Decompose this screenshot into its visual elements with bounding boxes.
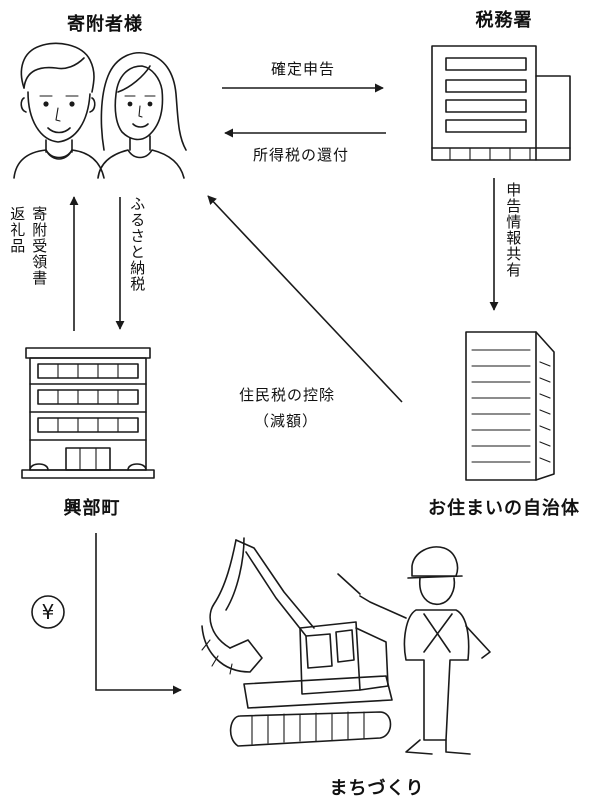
yen-symbol: ¥ — [41, 600, 55, 624]
construction-site-illustration — [201, 537, 491, 755]
people-icon — [13, 42, 187, 179]
donor-label: 寄附者様 — [67, 14, 143, 35]
receipt-label: 寄附受領書 — [30, 206, 49, 286]
community-label: まちづくり — [329, 778, 425, 799]
tax-office-label: 税務署 — [475, 10, 533, 31]
municipality-label: お住まいの自治体 — [428, 498, 580, 519]
resident-tax-reduction-label: （減額） — [253, 412, 318, 430]
arrow-resident-tax-deduction — [207, 195, 403, 403]
tax-office-building-icon — [431, 45, 571, 161]
municipality-building-icon — [465, 331, 555, 481]
furusato-tax-label: ふるさと納税 — [128, 196, 147, 292]
yen-coin-icon — [31, 595, 65, 629]
return-info-share-label: 申告情報共有 — [504, 182, 523, 278]
town-label: 興部町 — [63, 498, 121, 519]
gifts-label: 返礼品 — [8, 206, 27, 254]
income-tax-refund-label: 所得税の還付 — [252, 146, 349, 164]
arrow-town-to-community — [95, 533, 182, 695]
tax-return-label: 確定申告 — [270, 60, 335, 78]
town-hall-building-icon — [21, 347, 155, 479]
resident-tax-deduction-label: 住民税の控除 — [238, 386, 335, 404]
